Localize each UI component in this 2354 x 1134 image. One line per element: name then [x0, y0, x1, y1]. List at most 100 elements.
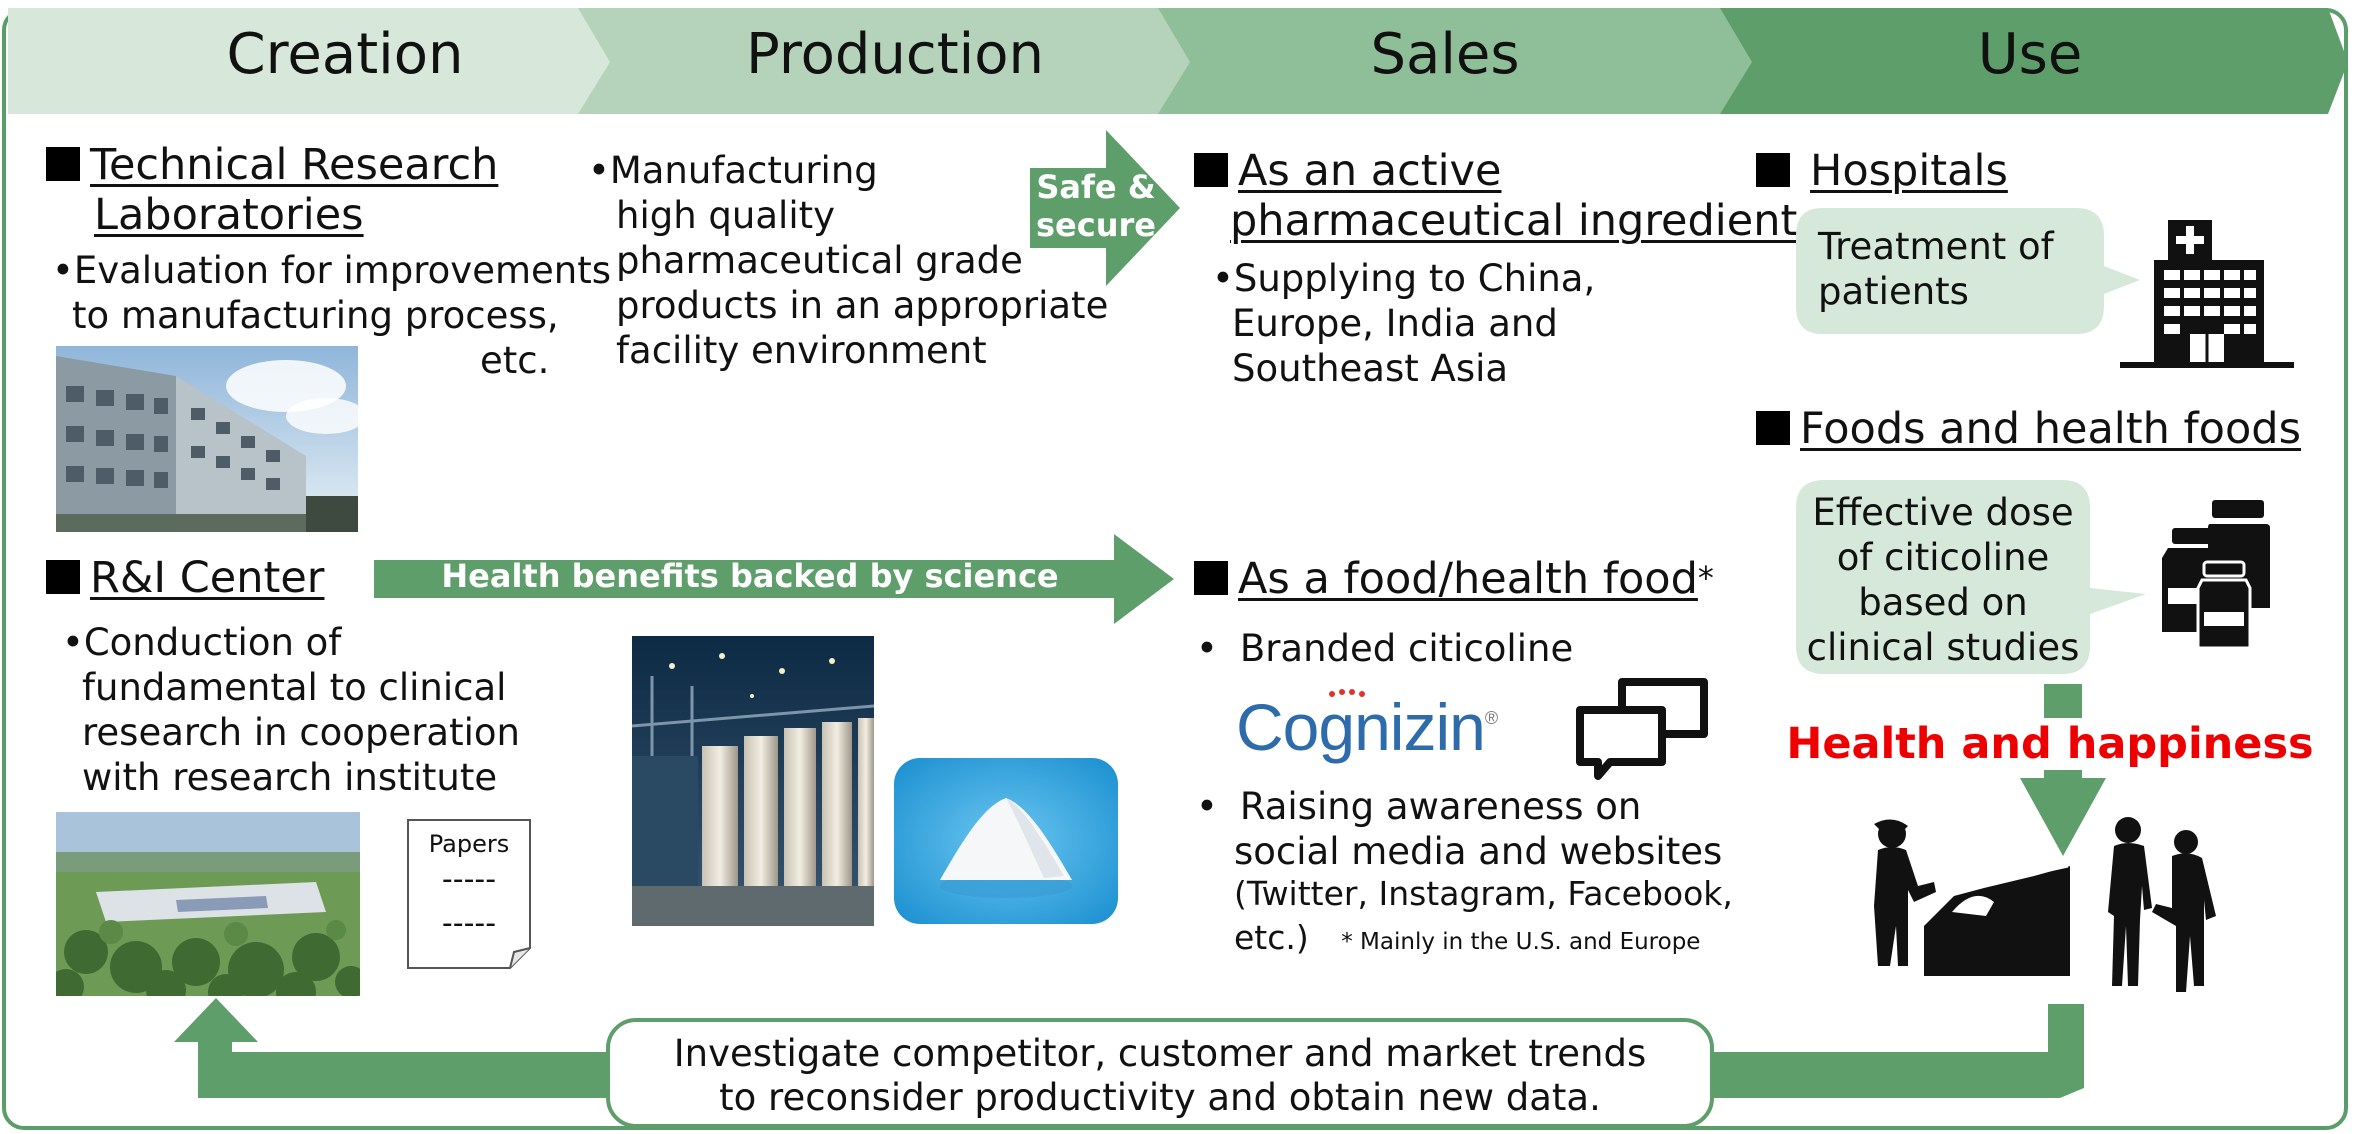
foods-heading: Foods and health foods [1756, 404, 2301, 454]
awareness-line2: social media and websites [1234, 830, 1723, 873]
feedback-box: Investigate competitor, customer and mar… [606, 1018, 1714, 1128]
api-bullet-line3: Southeast Asia [1232, 347, 1509, 390]
heading-square-marker [1194, 561, 1228, 595]
stage-chevron-creation [8, 8, 610, 114]
stage-chevron-sales [1156, 8, 1752, 114]
labs-heading: Technical Research Laboratories [46, 140, 498, 240]
labs-bullet-line3: etc. [480, 339, 550, 382]
heading-square-marker [46, 147, 80, 181]
cognizin-logo-dots [1329, 689, 1365, 697]
mfg-line5: facility environment [616, 329, 987, 372]
branded-bullet: • Branded citicoline [1196, 626, 1656, 671]
safe-line1: Safe & [1036, 168, 1156, 206]
awareness-line3: (Twitter, Instagram, Facebook, [1234, 874, 1733, 913]
api-bullet-line1: Supplying to China, [1233, 257, 1596, 300]
feedback-line2: to reconsider productivity and obtain ne… [719, 1076, 1601, 1119]
awareness-line1: Raising awareness on [1239, 785, 1642, 828]
branded-citicoline: Branded citicoline [1239, 627, 1574, 670]
stage-chevron-production [576, 8, 1190, 114]
ri-center-bullet: •Conduction of fundamental to clinical r… [62, 620, 582, 800]
papers-line-2: ----- [441, 906, 497, 941]
citicoline-powder-photo [894, 758, 1118, 924]
food-title-asterisk: * [1697, 559, 1714, 597]
heading-square-marker [1756, 153, 1790, 187]
foods-bubble-line1: Effective dose [1812, 491, 2074, 534]
api-heading: As an active pharmaceutical ingredient [1194, 146, 1797, 246]
hospitals-title: Hospitals [1810, 146, 2008, 196]
stage-chevron-use [1718, 8, 2348, 114]
safe-secure-arrow [1030, 130, 1180, 286]
awareness-bullet: • Raising awareness on social media and w… [1196, 784, 1736, 874]
cognizin-logo: Cognizin® [1236, 676, 1498, 764]
labs-title-line1: Technical Research [90, 140, 499, 190]
mfg-line3: pharmaceutical grade [616, 239, 1023, 282]
food-heading: As a food/health food* [1194, 553, 1714, 604]
stage-label-sales: Sales [1370, 22, 1520, 87]
bullet: • [1196, 627, 1218, 670]
papers-line-1: ----- [441, 862, 497, 897]
ri-center-aerial-photo [56, 812, 360, 996]
ri-bullet-line3: research in cooperation [82, 711, 520, 754]
hospitals-heading: Hospitals [1756, 146, 2008, 196]
bullet: • [588, 149, 610, 192]
heading-square-marker [1756, 411, 1790, 445]
food-title: As a food/health food [1238, 554, 1698, 604]
hospitals-speech-bubble-shape [1796, 208, 2140, 334]
ri-bullet-line1: Conduction of [83, 621, 342, 664]
hospitals-bubble-line2: patients [1818, 270, 1969, 313]
safe-line2: secure [1036, 206, 1156, 244]
stage-label-use: Use [1977, 22, 2083, 87]
health-benefits-arrow [374, 534, 1174, 624]
safe-secure-label: Safe & secure [1030, 168, 1162, 244]
health-benefits-label: Health benefits backed by science [441, 557, 1059, 595]
ri-center-title: R&I Center [90, 553, 325, 603]
ri-bullet-line2: fundamental to clinical [82, 666, 507, 709]
hospitals-bubble-text: Treatment of patients [1818, 224, 2054, 314]
labs-bullet: •Evaluation for improvements to manufact… [52, 248, 612, 383]
awareness-line4: etc.) [1234, 918, 1309, 957]
patient-care-silhouette-icon [1874, 819, 2070, 976]
api-title-line2: pharmaceutical ingredient [1230, 196, 1798, 246]
foods-title: Foods and health foods [1800, 404, 2301, 454]
labs-bullet-line1: Evaluation for improvements [73, 249, 611, 292]
api-bullet-line2: Europe, India and [1232, 302, 1558, 345]
foods-bubble-line2: of citicoline [1836, 536, 2050, 579]
laboratory-building-photo [56, 346, 358, 532]
registered-mark: ® [1484, 708, 1498, 728]
heading-square-marker [46, 560, 80, 594]
chat-bubbles-icon [1576, 678, 1708, 780]
stage-header-chevrons [8, 8, 2348, 114]
mfg-line2: high quality [616, 194, 836, 237]
mfg-line4: products in an appropriate [616, 284, 1109, 327]
labs-bullet-line2: to manufacturing process, [72, 294, 559, 337]
stage-label-creation: Creation [226, 22, 464, 87]
bullet: • [1212, 257, 1234, 300]
api-bullet: •Supplying to China, Europe, India and S… [1212, 256, 1672, 391]
hospitals-bubble-line1: Treatment of [1818, 225, 2054, 268]
manufacturing-bullet: •Manufacturing high quality pharmaceutic… [588, 148, 1128, 373]
footnote: * Mainly in the U.S. and Europe [1341, 929, 1701, 955]
foods-bubble-line4: clinical studies [1806, 626, 2080, 669]
ri-bullet-line4: with research institute [82, 756, 498, 799]
health-happiness-label: Health and happiness [1786, 719, 2314, 769]
mfg-line1: Manufacturing [609, 149, 878, 192]
labs-title-line2: Laboratories [94, 190, 364, 240]
ri-center-heading: R&I Center [46, 553, 324, 603]
couple-walking-silhouette-icon [2108, 817, 2216, 992]
heading-square-marker [1194, 153, 1228, 187]
foods-speech-bubble-shape [1796, 480, 2146, 674]
foods-bubble-line3: based on [1858, 581, 2028, 624]
cognizin-logo-text: Cognizin [1236, 690, 1486, 764]
down-arrow-upper [2020, 684, 2106, 856]
medicine-bottles-icon [2162, 500, 2270, 650]
stage-label-production: Production [746, 22, 1044, 87]
papers-label: Papers [428, 830, 510, 858]
hospital-icon [2120, 220, 2294, 368]
bullet: • [1196, 785, 1218, 828]
papers-icon: Papers ----- ----- [406, 818, 532, 970]
awareness-platforms: (Twitter, Instagram, Facebook, etc.) * M… [1234, 872, 1733, 964]
foods-bubble-text: Effective dose of citicoline based on cl… [1796, 490, 2090, 670]
factory-tanks-photo [632, 636, 874, 926]
feedback-line1: Investigate competitor, customer and mar… [673, 1032, 1647, 1075]
bullet: • [62, 621, 84, 664]
